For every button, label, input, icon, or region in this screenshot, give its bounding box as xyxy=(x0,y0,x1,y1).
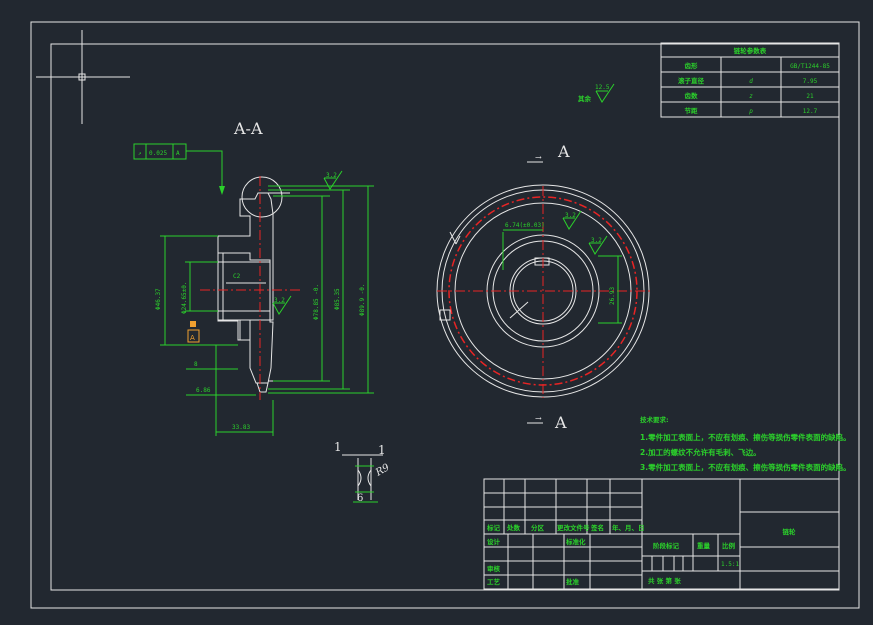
svg-text:技术要求:: 技术要求: xyxy=(640,415,669,424)
svg-text:1.零件加工表面上，不应有划痕、擦伤等损伤零件表面的缺陷。: 1.零件加工表面上，不应有划痕、擦伤等损伤零件表面的缺陷。 xyxy=(640,432,851,442)
roughness-key-b: 3.2 xyxy=(588,235,608,255)
svg-text:Φ85.35: Φ85.35 xyxy=(334,288,341,310)
svg-text:滚子直径: 滚子直径 xyxy=(678,76,705,85)
svg-text:比例: 比例 xyxy=(722,541,736,550)
datum-a-box xyxy=(187,329,200,343)
svg-text:6: 6 xyxy=(357,493,363,504)
tech-requirements: 技术要求: 1.零件加工表面上，不应有划痕、擦伤等损伤零件表面的缺陷。 2.加工… xyxy=(640,415,851,472)
svg-text:26.93: 26.93 xyxy=(609,287,616,305)
svg-text:21: 21 xyxy=(806,93,814,100)
svg-text:6.86: 6.86 xyxy=(196,387,211,394)
crosshair-cursor-icon xyxy=(36,30,130,124)
svg-text:处数: 处数 xyxy=(506,523,521,532)
svg-text:R9: R9 xyxy=(373,462,392,479)
svg-text:3.2: 3.2 xyxy=(565,212,576,219)
gear-params-table: 链轮参数表 齿形 GB/T1244-85 滚子直径 d 7.95 齿数 z 21… xyxy=(660,42,840,118)
roughness-section-mid: 3.2 xyxy=(272,295,292,315)
svg-text:1.5:1: 1.5:1 xyxy=(721,561,739,568)
svg-text:12.7: 12.7 xyxy=(803,108,818,115)
svg-text:7.95: 7.95 xyxy=(803,78,818,85)
inner-frame xyxy=(50,43,840,591)
gear-params-header: 链轮参数表 xyxy=(733,46,767,55)
svg-text:A: A xyxy=(554,413,567,432)
svg-text:z: z xyxy=(749,93,753,100)
roughness-section-top: 3.2 xyxy=(323,170,343,190)
svg-text:更改文件号: 更改文件号 xyxy=(557,523,590,532)
part-name: 链轮 xyxy=(782,527,797,536)
svg-text:分区: 分区 xyxy=(531,523,545,532)
svg-text:签名: 签名 xyxy=(590,523,604,532)
svg-text:d: d xyxy=(749,78,753,85)
svg-text:节距: 节距 xyxy=(685,106,699,115)
section-dimensions: Φ46.37 Φ24.65±0. C2 A Φ78.85 -0. Φ85.35 … xyxy=(155,185,374,436)
svg-text:审核: 审核 xyxy=(487,564,501,573)
section-label: A-A xyxy=(233,119,263,138)
detail-view: 1 1 6 R9 xyxy=(334,440,392,504)
svg-text:3.2: 3.2 xyxy=(274,297,285,304)
svg-text:3.2: 3.2 xyxy=(591,237,602,244)
svg-text:批准: 批准 xyxy=(566,577,580,586)
svg-text:共 张 第 张: 共 张 第 张 xyxy=(648,576,681,585)
svg-text:1: 1 xyxy=(334,440,342,454)
svg-text:8: 8 xyxy=(194,361,198,368)
svg-text:12.5: 12.5 xyxy=(595,84,610,91)
svg-text:Φ46.37: Φ46.37 xyxy=(155,288,162,310)
svg-text:Φ78.85 -0.: Φ78.85 -0. xyxy=(313,284,320,320)
svg-text:A: A xyxy=(557,142,570,161)
view-label-top: → A xyxy=(527,142,570,163)
front-view-gear: 6.74(±0.03) 26.93 xyxy=(436,184,651,398)
svg-text:A: A xyxy=(190,334,195,342)
svg-text:0.025: 0.025 xyxy=(149,150,167,157)
roughness-other: 其余 12.5 xyxy=(578,83,615,103)
svg-text:3.2: 3.2 xyxy=(326,172,337,179)
roughness-key-a: 3.2 xyxy=(562,210,582,230)
svg-text:其余: 其余 xyxy=(578,94,592,103)
svg-text:33.83: 33.83 xyxy=(232,424,250,431)
svg-text:→: → xyxy=(535,153,542,162)
view-label-bottom: → A xyxy=(527,413,567,432)
outer-frame xyxy=(30,21,860,609)
svg-text:Φ24.65±0.: Φ24.65±0. xyxy=(181,281,188,314)
svg-text:p: p xyxy=(749,108,753,115)
svg-text:标记: 标记 xyxy=(486,523,501,532)
svg-text:→: → xyxy=(535,414,542,423)
section-body xyxy=(217,176,290,393)
svg-text:重量: 重量 xyxy=(697,541,711,550)
svg-text:1: 1 xyxy=(378,443,386,457)
svg-text:设计: 设计 xyxy=(487,537,501,546)
svg-text:年、月、日: 年、月、日 xyxy=(612,523,645,532)
svg-text:C2: C2 xyxy=(233,273,241,280)
svg-text:齿数: 齿数 xyxy=(685,91,699,100)
svg-text:GB/T1244-85: GB/T1244-85 xyxy=(790,63,830,70)
svg-text:阶段标记: 阶段标记 xyxy=(653,541,680,550)
svg-text:齿形: 齿形 xyxy=(685,61,699,70)
svg-text:↗: ↗ xyxy=(138,150,142,157)
svg-text:A: A xyxy=(176,150,180,157)
svg-text:标准化: 标准化 xyxy=(565,537,586,546)
svg-text:工艺: 工艺 xyxy=(487,577,501,586)
svg-text:2.加工的螺纹不允许有毛刺、飞边。: 2.加工的螺纹不允许有毛刺、飞边。 xyxy=(640,447,761,457)
svg-text:3.零件加工表面上，不应有划痕、擦伤等损伤零件表面的缺陷。: 3.零件加工表面上，不应有划痕、擦伤等损伤零件表面的缺陷。 xyxy=(640,462,851,472)
detail-circle xyxy=(241,176,283,218)
svg-text:6.74(±0.03): 6.74(±0.03) xyxy=(505,222,545,229)
tolerance-frame: ↗ 0.025 A xyxy=(133,143,225,195)
svg-text:Φ89.9 -0.: Φ89.9 -0. xyxy=(359,283,366,316)
title-block: 标记 处数 分区 更改文件号 签名 年、月、日 设计 标准化 审核 工艺 批准 … xyxy=(483,478,840,590)
